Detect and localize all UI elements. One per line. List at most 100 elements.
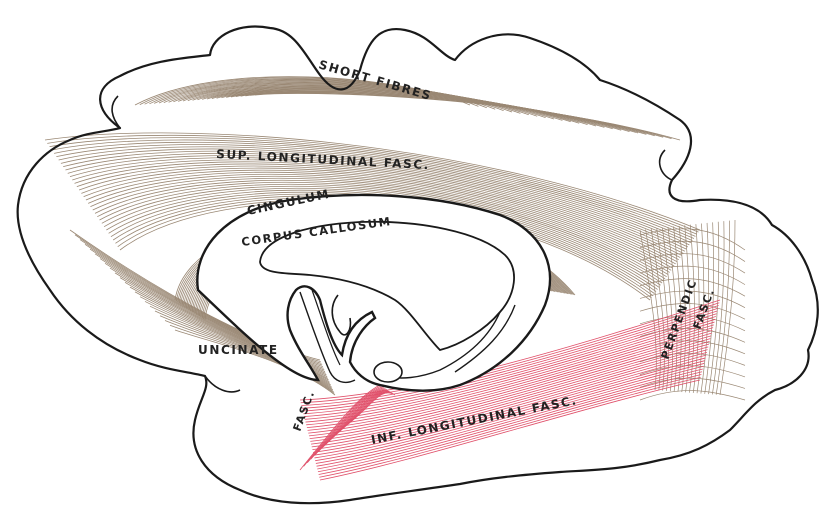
fibre-line [310, 387, 385, 460]
fibre-line [58, 146, 692, 244]
fibre-line [72, 159, 682, 256]
fibre-line [667, 227, 678, 392]
fibre-line [673, 226, 682, 392]
fibre-line [313, 354, 707, 456]
fibre-line [313, 352, 707, 453]
fibre-line [317, 371, 703, 473]
fibre-line [314, 388, 386, 456]
fibre-line [319, 379, 701, 481]
fibre-line [309, 338, 711, 440]
fibre-line [56, 144, 693, 241]
fibre-line [639, 240, 746, 262]
fibre-line [106, 189, 660, 288]
sulcus-line [658, 149, 673, 181]
fibre-line [639, 377, 746, 389]
fibre-line [99, 183, 664, 282]
fibre-line [650, 228, 665, 391]
fibre-line [316, 365, 704, 467]
fibre-line [315, 360, 705, 462]
fibre-line [92, 177, 669, 275]
fibre-line [315, 363, 705, 464]
hippocampal-line [311, 289, 341, 366]
fibre-line [101, 185, 663, 284]
fibre-line [85, 171, 673, 269]
fibre-line [310, 340, 710, 442]
fibre-line [60, 148, 690, 246]
fibre-line [235, 91, 647, 135]
fibre-line [319, 376, 701, 478]
fibre-line [639, 228, 746, 251]
fibre-line [639, 390, 746, 401]
fibre-line [63, 150, 689, 248]
fornix-line [384, 311, 501, 379]
fornix-line [331, 294, 352, 336]
fibre-line [306, 327, 714, 428]
fibre-line [88, 173, 672, 271]
fibre-line [78, 165, 678, 263]
fibre-line [306, 386, 383, 463]
short-fibres-tract [134, 76, 681, 141]
fibre-line [51, 139, 696, 237]
fibre-line [69, 157, 684, 254]
fibre-line [67, 155, 686, 252]
fibre-line [44, 132, 701, 231]
fibre-line [662, 227, 674, 392]
fibre-line [639, 265, 746, 285]
fibre-line [97, 181, 666, 280]
lateral-ventricle-outline [259, 220, 515, 351]
fibre-line [639, 328, 746, 343]
fibre-line [314, 357, 706, 459]
fibre-line [54, 141, 695, 239]
fibre-line [310, 343, 710, 445]
fibre-line [103, 187, 661, 286]
fibre-line [301, 305, 719, 406]
label-uncinate: UNCINATE [198, 343, 279, 357]
fibre-line [83, 169, 675, 267]
thalamus-body [373, 361, 403, 383]
fibre-line [299, 384, 381, 471]
fibre-line [656, 228, 669, 391]
fibre-line [76, 163, 679, 261]
fibre-line [689, 224, 695, 393]
fibre-line [169, 324, 335, 394]
fibre-line [719, 219, 736, 396]
fibre-line [226, 90, 630, 132]
fibre-line [311, 346, 709, 448]
fibre-line [339, 392, 396, 431]
fibre-line [712, 221, 725, 395]
fibre-line [708, 221, 720, 395]
fibre-line [308, 332, 712, 434]
fibre-line [639, 253, 746, 274]
fibre-line [303, 385, 382, 467]
fibre-line [302, 310, 718, 412]
fibre-line [174, 329, 336, 396]
fibre-line [317, 368, 703, 470]
fibre-line [90, 175, 670, 273]
sulcus-line [111, 95, 121, 129]
fibre-line [254, 93, 681, 141]
fibre-line [49, 137, 698, 235]
fibre-line [639, 278, 746, 297]
fibre-line [300, 302, 720, 404]
inferior-longitudinal-fasciculus-tract [299, 299, 721, 481]
fibre-line [94, 180, 667, 278]
hemisphere-outline [16, 25, 819, 505]
fibre-line [308, 335, 712, 437]
superior-longitudinal-fasciculus-tract [44, 132, 701, 301]
fornix-line [454, 304, 516, 373]
sulcus-line [204, 375, 241, 393]
fibre-line [715, 220, 730, 395]
fibre-line [47, 134, 699, 233]
fibre-line [74, 161, 681, 258]
fibre-line [299, 299, 721, 401]
fibre-line [65, 152, 687, 250]
perpendicular-fasciculus-tract [639, 219, 746, 401]
fibre-line [318, 374, 702, 475]
fibre-line [639, 315, 746, 332]
fibre-line [678, 225, 686, 393]
fibre-line [307, 329, 713, 431]
hippocampal-line [299, 291, 356, 384]
fibre-line [639, 229, 657, 391]
fibre-line [312, 349, 708, 451]
